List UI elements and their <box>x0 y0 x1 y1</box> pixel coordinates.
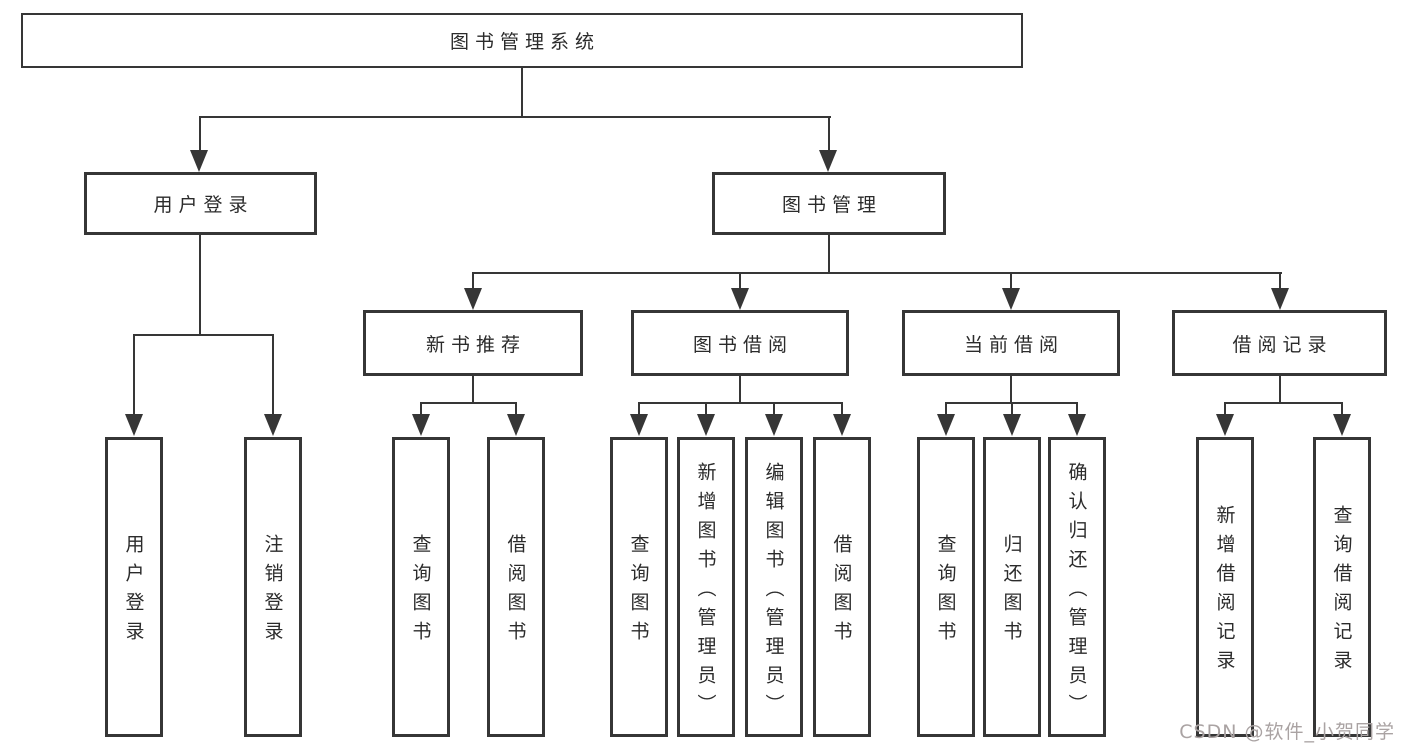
arrowhead <box>264 414 282 436</box>
connector <box>472 272 474 290</box>
connector <box>1010 272 1012 290</box>
connector <box>705 402 707 415</box>
connector <box>1279 272 1281 290</box>
node-book-borrow: 图书借阅 <box>631 310 849 376</box>
node-label: 用户登录 <box>153 194 254 216</box>
leaf-borrow-books: 借阅图书 <box>813 437 871 737</box>
connector <box>1076 402 1078 415</box>
arrowhead <box>819 150 837 172</box>
watermark: CSDN @软件_小贺同学 <box>1179 721 1395 743</box>
arrowhead <box>1068 414 1086 436</box>
arrowhead <box>833 414 851 436</box>
leaf-label: 查询图书 <box>934 534 957 650</box>
node-root-label: 图书管理系统 <box>449 31 600 53</box>
arrowhead <box>1003 414 1021 436</box>
connector <box>420 402 517 404</box>
arrowhead <box>1271 288 1289 310</box>
connector <box>515 402 517 415</box>
connector <box>638 402 843 404</box>
node-label: 借阅记录 <box>1232 333 1333 356</box>
arrowhead <box>190 150 208 172</box>
leaf-label: 查询图书 <box>627 534 650 650</box>
arrowhead <box>697 414 715 436</box>
node-label: 新书推荐 <box>425 333 526 356</box>
leaf-query-books: 查询图书 <box>392 437 450 737</box>
node-new-book-recommend: 新书推荐 <box>363 310 583 376</box>
connector <box>1224 402 1343 404</box>
leaf-confirm-return-admin: 确认归还（管理员） <box>1048 437 1106 737</box>
leaf-add-borrow-record: 新增借阅记录 <box>1196 437 1254 737</box>
leaf-user-login: 用户登录 <box>105 437 163 737</box>
connector <box>945 402 947 415</box>
connector <box>199 117 201 151</box>
leaf-query-books: 查询图书 <box>917 437 975 737</box>
leaf-add-book-admin: 新增图书（管理员） <box>677 437 735 737</box>
connector <box>133 334 274 336</box>
node-label: 当前借阅 <box>963 333 1064 356</box>
node-book-management-branch: 图书管理 <box>712 172 946 235</box>
arrowhead <box>507 414 525 436</box>
connector <box>1011 402 1013 415</box>
connector <box>133 334 135 415</box>
leaf-query-books: 查询图书 <box>610 437 668 737</box>
arrowhead <box>1002 288 1020 310</box>
connector <box>420 402 422 415</box>
leaf-label: 新增借阅记录 <box>1213 505 1236 679</box>
connector <box>472 272 1282 274</box>
leaf-return-book: 归还图书 <box>983 437 1041 737</box>
connector <box>739 272 741 290</box>
connector <box>841 402 843 415</box>
node-borrow-records: 借阅记录 <box>1172 310 1387 376</box>
connector <box>199 235 201 335</box>
leaf-label: 确认归还（管理员） <box>1065 461 1088 723</box>
leaf-edit-book-admin: 编辑图书（管理员） <box>745 437 803 737</box>
connector <box>773 402 775 415</box>
leaf-label: 借阅图书 <box>504 534 527 650</box>
node-user-login-branch: 用户登录 <box>84 172 317 235</box>
leaf-label: 用户登录 <box>122 534 145 650</box>
arrowhead <box>1216 414 1234 436</box>
connector <box>739 376 741 403</box>
connector <box>638 402 640 415</box>
arrowhead <box>125 414 143 436</box>
leaf-label: 新增图书（管理员） <box>694 461 717 723</box>
node-label: 图书管理 <box>781 194 882 216</box>
arrowhead <box>630 414 648 436</box>
arrowhead <box>937 414 955 436</box>
arrowhead <box>765 414 783 436</box>
arrowhead <box>412 414 430 436</box>
node-label: 图书借阅 <box>692 333 793 356</box>
connector <box>1010 376 1012 403</box>
leaf-label: 查询借阅记录 <box>1330 505 1353 679</box>
leaf-logout: 注销登录 <box>244 437 302 737</box>
connector <box>199 116 831 118</box>
connector <box>472 376 474 403</box>
leaf-query-borrow-record: 查询借阅记录 <box>1313 437 1371 737</box>
arrowhead <box>464 288 482 310</box>
connector <box>1341 402 1343 415</box>
leaf-label: 归还图书 <box>1000 534 1023 650</box>
connector <box>1279 376 1281 403</box>
connector <box>828 235 830 273</box>
leaf-label: 查询图书 <box>409 534 432 650</box>
leaf-borrow-books: 借阅图书 <box>487 437 545 737</box>
connector <box>828 117 830 151</box>
connector <box>272 334 274 415</box>
arrowhead <box>731 288 749 310</box>
leaf-label: 编辑图书（管理员） <box>762 461 785 723</box>
arrowhead <box>1333 414 1351 436</box>
leaf-label: 注销登录 <box>261 534 284 650</box>
node-current-borrow: 当前借阅 <box>902 310 1120 376</box>
node-root: 图书管理系统 <box>21 13 1023 68</box>
leaf-label: 借阅图书 <box>830 534 853 650</box>
connector <box>1224 402 1226 415</box>
connector <box>521 68 523 117</box>
